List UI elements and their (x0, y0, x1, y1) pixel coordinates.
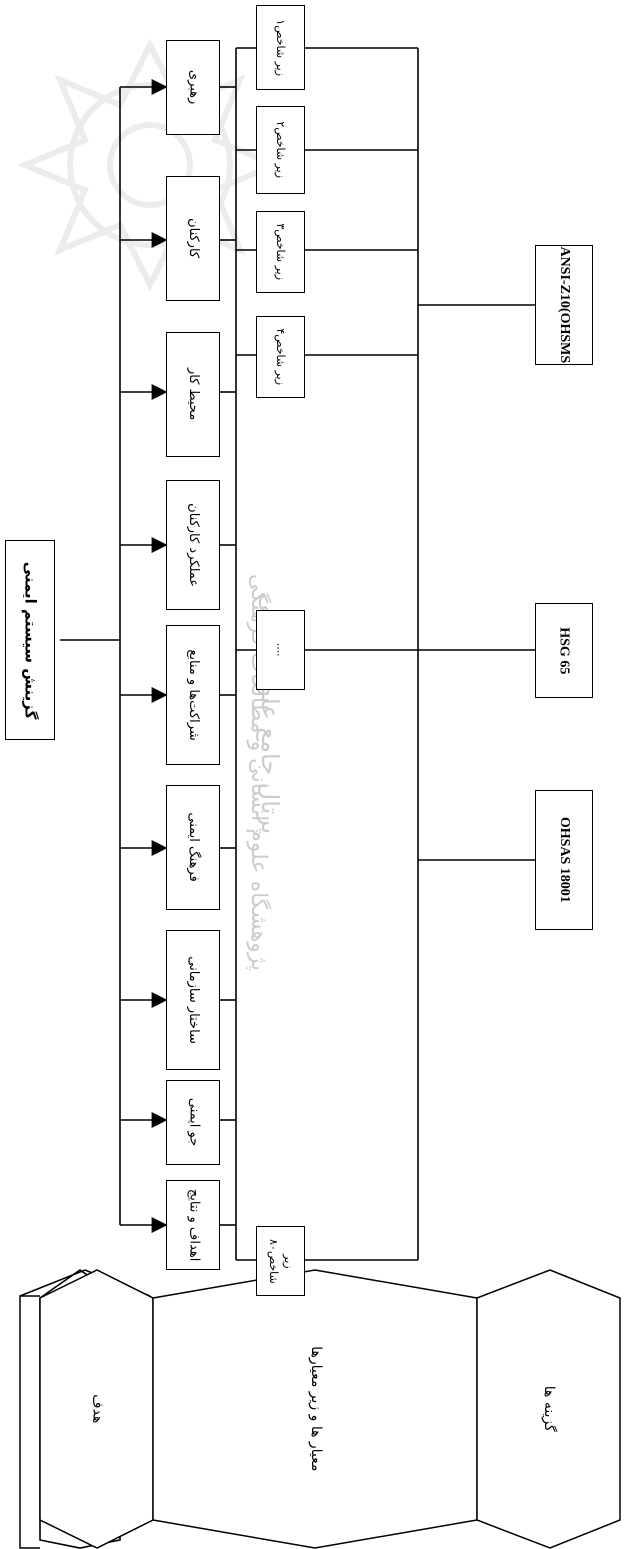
alternative-box: ANSI-Z10(OHSMS (535, 245, 593, 365)
criterion-label: عملکرد کارکنان (186, 503, 202, 587)
alternative-label: ANSI-Z10(OHSMS (556, 246, 572, 364)
criterion-label: کارکنان (186, 218, 202, 259)
goal-box: گزینش سیستم ایمنی (5, 540, 55, 740)
sub-criterion-box: زیر شاخص۳ (256, 211, 305, 293)
criterion-label: ساختار سازمانی (186, 956, 202, 1044)
sub-criterion-label: زیر شاخص۲ (274, 121, 288, 179)
goal-label: گزینش سیستم ایمنی (21, 561, 40, 719)
criterion-box: شراکت‌ها و منابع (166, 625, 220, 765)
level-label-goal: هدف (40, 1298, 153, 1520)
sub-criterion-box: زیر شاخص۸۰ (256, 1226, 305, 1296)
alternative-box: OHSAS 18001 (535, 790, 593, 930)
criterion-box: رهبری (166, 40, 220, 135)
alternative-box: HSG 65 (535, 603, 593, 698)
level-label-criteria-text: معیار ها و زیر معیارها (307, 1346, 324, 1472)
criterion-box: فرهنگ ایمنی (166, 785, 220, 910)
level-label-criteria: معیار ها و زیر معیارها (153, 1298, 477, 1520)
criterion-label: رهبری (186, 70, 202, 105)
sub-criterion-label: زیر شاخص۸۰ (266, 1238, 295, 1284)
sub-criterion-box: زیر شاخص۱ (256, 5, 305, 90)
criterion-box: ساختار سازمانی (166, 930, 220, 1070)
criterion-box: کارکنان (166, 176, 220, 301)
level-label-alternatives: گزینه ها (477, 1298, 620, 1520)
watermark-rosette (17, 38, 283, 292)
sub-criterion-label: زیر شاخص۱ (274, 19, 288, 76)
criterion-label: اهداف و نتایج (186, 1188, 202, 1262)
sub-criterion-label: زیر شاخص۴ (274, 328, 288, 386)
goal-arrow (0, 1270, 40, 1548)
criterion-box: عملکرد کارکنان (166, 480, 220, 610)
criterion-box: محیط کار (166, 332, 220, 457)
level-label-alternatives-text: گزینه ها (541, 1385, 558, 1433)
criterion-box: اهداف و نتایج (166, 1180, 220, 1270)
alternative-label: OHSAS 18001 (556, 817, 572, 903)
level-label-goal-text: هدف (89, 1394, 106, 1424)
criterion-label: جو ایمنی (186, 1098, 202, 1147)
alternative-label: HSG 65 (556, 626, 572, 675)
sub-criterion-box: زیر شاخص۴ (256, 316, 305, 398)
sub-criterion-label: .... (274, 642, 288, 657)
alternatives-level-arrow (476, 1269, 621, 1549)
sub-criterion-label: زیر شاخص۳ (274, 223, 288, 281)
criterion-label: محیط کار (186, 368, 202, 421)
criterion-label: شراکت‌ها و منابع (186, 649, 202, 741)
sub-criterion-box: .... (256, 610, 305, 690)
criterion-label: فرهنگ ایمنی (186, 812, 202, 883)
sub-criterion-box: زیر شاخص۲ (256, 106, 305, 194)
criterion-box: جو ایمنی (166, 1080, 220, 1165)
